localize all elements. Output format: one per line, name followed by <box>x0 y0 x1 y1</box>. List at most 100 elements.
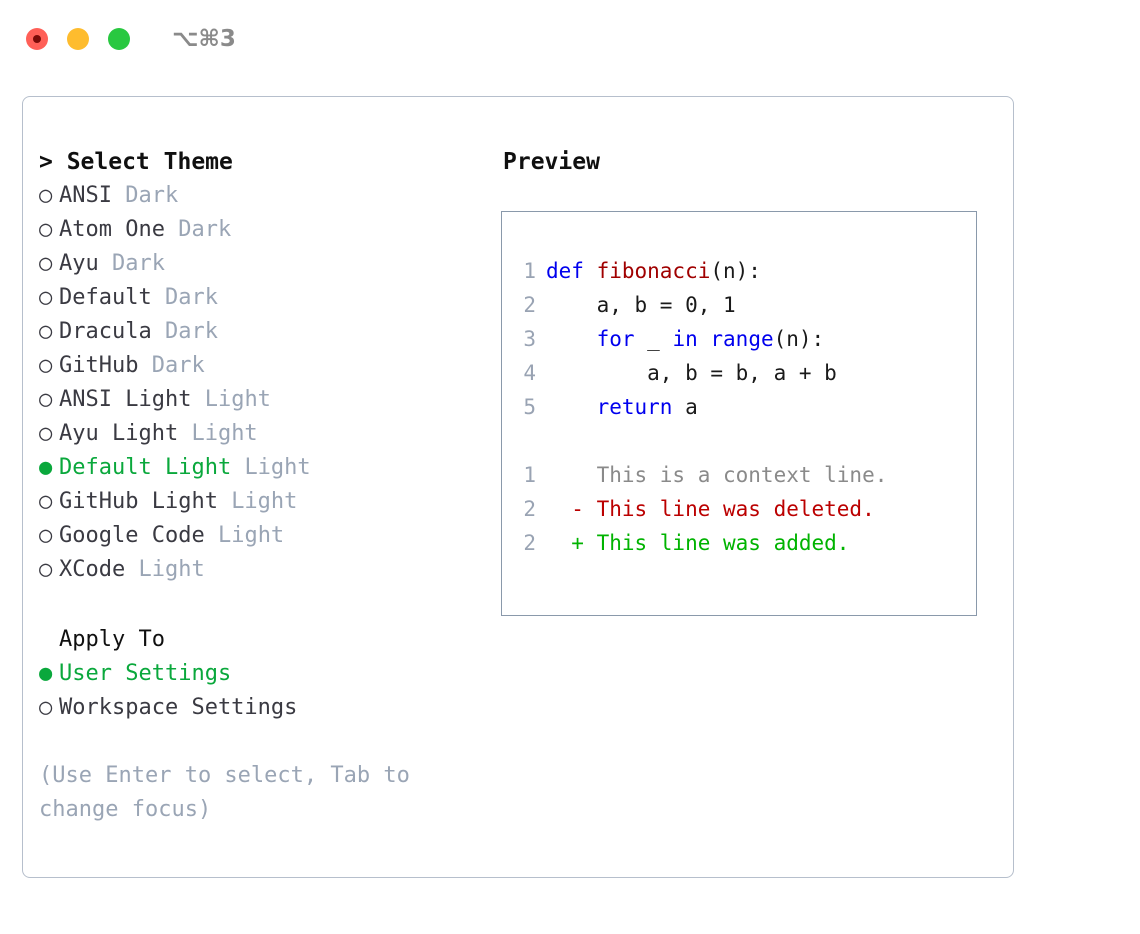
theme-option-category: Dark <box>111 251 165 276</box>
code-token-plain: a <box>685 395 698 419</box>
theme-option-label: Dracula <box>59 319 165 344</box>
theme-option-atom-one[interactable]: ○Atom One Dark <box>39 213 485 247</box>
theme-option-default[interactable]: ○Default Dark <box>39 281 485 315</box>
radio-unselected-icon: ○ <box>39 353 53 378</box>
code-token-plain: (n): <box>773 327 825 351</box>
minimize-button[interactable] <box>67 28 89 50</box>
radio-unselected-icon: ○ <box>39 695 53 720</box>
code-token-kw: for <box>596 327 648 351</box>
apply-to-header-label: Apply To <box>59 627 165 652</box>
theme-option-ayu-light[interactable]: ○Ayu Light Light <box>39 417 485 451</box>
theme-option-category: Light <box>217 523 285 548</box>
theme-option-github-light[interactable]: ○GitHub Light Light <box>39 485 485 519</box>
theme-option-category: Dark <box>178 217 232 242</box>
diff-sample: 1 This is a context line.2 - This line w… <box>514 458 976 560</box>
theme-option-github[interactable]: ○GitHub Dark <box>39 349 485 383</box>
code-line: 5 return a <box>514 390 976 424</box>
preview-title: Preview <box>503 149 600 175</box>
apply-to-option-user-settings[interactable]: ●User Settings <box>39 657 485 691</box>
code-indent <box>546 327 597 351</box>
diff-line-content: - This line was deleted. <box>546 497 875 521</box>
theme-option-label: Google Code <box>59 523 218 548</box>
code-token-kw: range <box>710 327 774 351</box>
code-line: 4 a, b = b, a + b <box>514 356 976 390</box>
diff-line-content: + This line was added. <box>546 531 850 555</box>
code-token-plain: a, b = 0, 1 <box>596 293 736 317</box>
radio-unselected-icon: ○ <box>39 251 53 276</box>
diff-line-added: 2 + This line was added. <box>514 526 976 560</box>
theme-option-label: GitHub Light <box>59 489 232 514</box>
apply-to-option-label: User Settings <box>59 661 232 686</box>
keyboard-hint-text: (Use Enter to select, Tab to change focu… <box>39 763 410 822</box>
theme-option-xcode[interactable]: ○XCode Light <box>39 553 485 587</box>
code-line: 2 a, b = 0, 1 <box>514 288 976 322</box>
code-token-fn: fibonacci <box>596 259 711 283</box>
radio-unselected-icon: ○ <box>39 217 53 242</box>
theme-option-category: Light <box>191 421 258 446</box>
theme-list-header: > Select Theme <box>39 149 233 175</box>
radio-unselected-icon: ○ <box>39 319 53 344</box>
theme-option-label: GitHub <box>59 353 152 378</box>
radio-unselected-icon: ○ <box>39 523 53 548</box>
theme-option-dracula[interactable]: ○Dracula Dark <box>39 315 485 349</box>
diff-line-content: This is a context line. <box>546 463 888 487</box>
radio-selected-icon: ● <box>39 661 53 686</box>
apply-to-list[interactable]: ●User Settings○Workspace Settings <box>39 657 485 725</box>
theme-option-category: Light <box>231 489 298 514</box>
theme-option-category: Dark <box>151 353 205 378</box>
diff-line-number: 2 <box>523 497 536 521</box>
close-button[interactable] <box>26 28 48 50</box>
theme-selector-column: > Select Theme ○ANSI Dark○Atom One Dark○… <box>23 145 485 877</box>
theme-option-category: Dark <box>164 319 218 344</box>
code-line-number: 5 <box>523 395 536 419</box>
radio-unselected-icon: ○ <box>39 285 53 310</box>
theme-option-label: Ayu Light <box>59 421 192 446</box>
theme-option-category: Light <box>244 455 311 480</box>
theme-option-label: Default <box>59 285 165 310</box>
section-spacer <box>39 587 485 623</box>
radio-unselected-icon: ○ <box>39 387 53 412</box>
diff-line-context: 1 This is a context line. <box>514 458 976 492</box>
theme-option-category: Dark <box>164 285 218 310</box>
theme-option-ansi-light[interactable]: ○ANSI Light Light <box>39 383 485 417</box>
theme-option-google-code[interactable]: ○Google Code Light <box>39 519 485 553</box>
theme-list[interactable]: ○ANSI Dark○Atom One Dark○Ayu Dark○Defaul… <box>39 179 485 587</box>
code-token-kw: def <box>546 259 597 283</box>
theme-option-label: ANSI Light <box>59 387 205 412</box>
radio-unselected-icon: ○ <box>39 557 53 582</box>
code-indent <box>546 361 647 385</box>
apply-to-option-label: Workspace Settings <box>59 695 298 720</box>
code-indent <box>546 395 597 419</box>
diff-line-number: 1 <box>523 463 536 487</box>
theme-option-ansi[interactable]: ○ANSI Dark <box>39 179 485 213</box>
zoom-button[interactable] <box>108 28 130 50</box>
theme-option-label: XCode <box>59 557 139 582</box>
radio-selected-icon: ● <box>39 455 53 480</box>
hint-spacer <box>39 725 485 759</box>
apply-to-option-workspace-settings[interactable]: ○Workspace Settings <box>39 691 485 725</box>
apply-to-header-bullet-placeholder <box>39 623 59 657</box>
diff-line-deleted: 2 - This line was deleted. <box>514 492 976 526</box>
code-token-plain: _ <box>647 327 673 351</box>
code-line-number: 4 <box>523 361 536 385</box>
theme-option-default-light[interactable]: ●Default Light Light <box>39 451 485 485</box>
code-token-kw: return <box>596 395 686 419</box>
radio-unselected-icon: ○ <box>39 421 53 446</box>
keyboard-shortcut-label: ⌥⌘3 <box>172 26 236 52</box>
code-line-number: 3 <box>523 327 536 351</box>
apply-to-header: Apply To <box>39 623 485 657</box>
title-bar: ⌥⌘3 <box>0 0 1140 78</box>
code-token-plain: a, b = b, a + b <box>647 361 837 385</box>
code-token-kw: in <box>672 327 711 351</box>
theme-option-ayu[interactable]: ○Ayu Dark <box>39 247 485 281</box>
main-panel: > Select Theme ○ANSI Dark○Atom One Dark○… <box>22 96 1014 878</box>
diff-line-number: 2 <box>523 531 536 555</box>
theme-option-label: Atom One <box>59 217 179 242</box>
theme-option-category: Light <box>138 557 205 582</box>
code-diff-gap <box>514 424 976 458</box>
